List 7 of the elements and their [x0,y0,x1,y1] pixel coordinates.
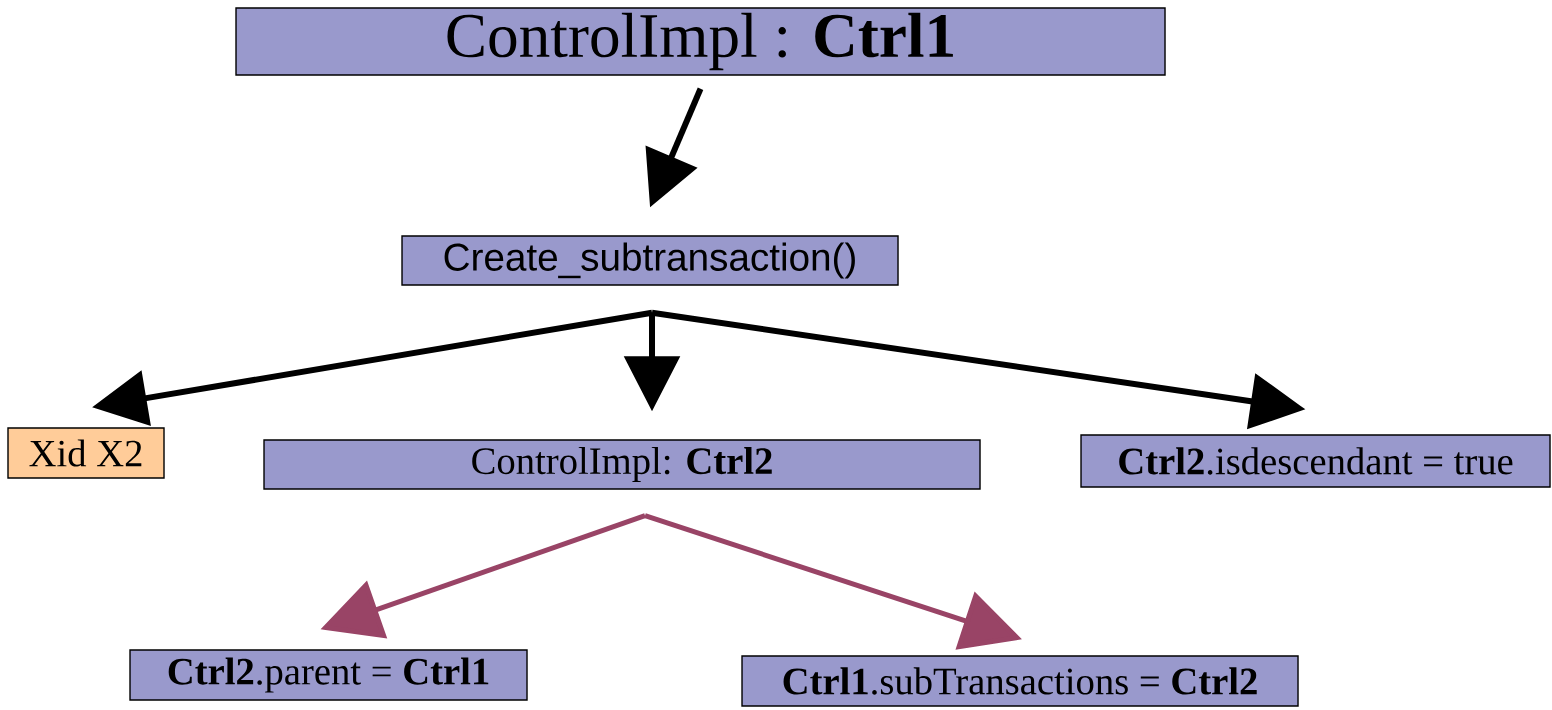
process-box: ControlImpl: Ctrl2 [263,439,981,490]
process-box: Ctrl2.isdescendant = true [1080,434,1551,488]
process-box: Create_subtransaction() [401,235,899,286]
process-box: ControlImpl : Ctrl1 [235,7,1166,76]
process-box: Ctrl2.parent = Ctrl1 [129,649,528,701]
process-box: Xid X2 [7,427,165,479]
process-box: Ctrl1.subTransactions = Ctrl2 [741,655,1299,707]
